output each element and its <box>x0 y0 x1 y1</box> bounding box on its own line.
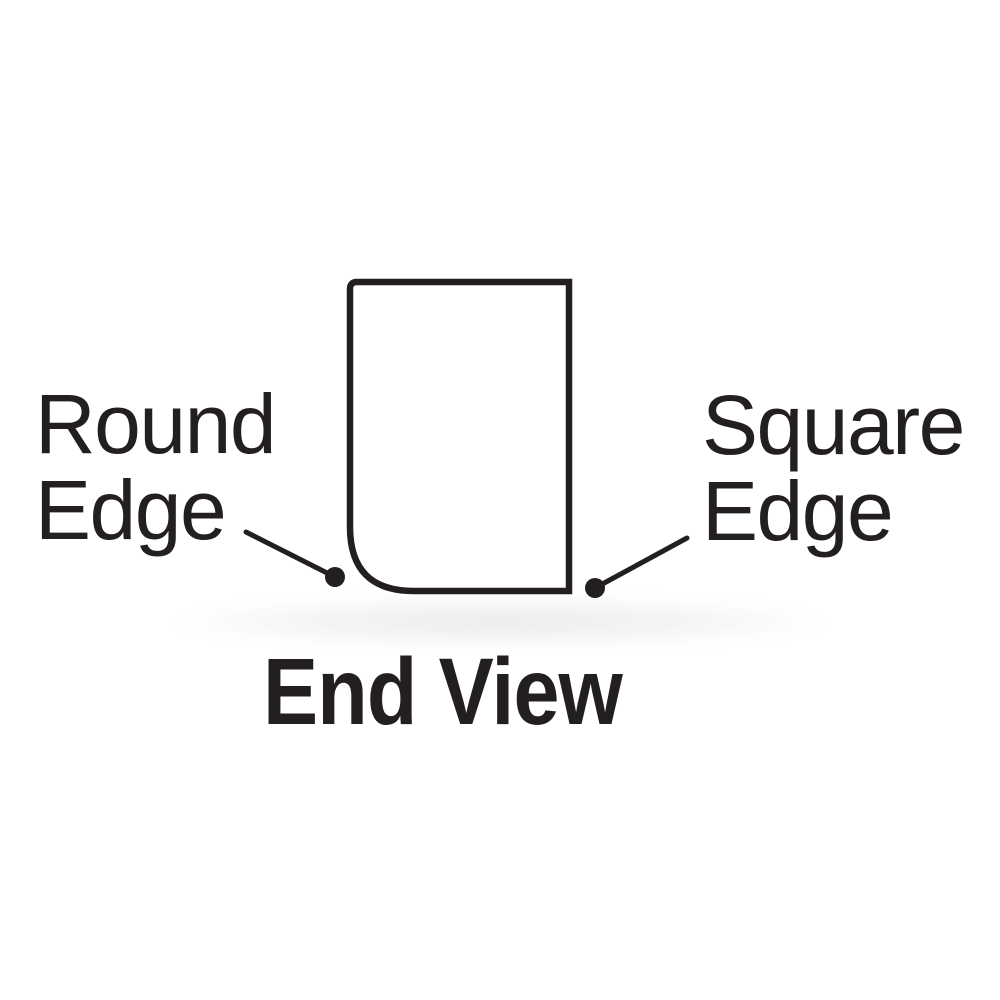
leader-dot-square-edge <box>585 578 605 598</box>
leader-dot-round-edge <box>325 567 345 587</box>
label-round-edge: Round Edge <box>35 377 277 557</box>
end-view-profile-shape <box>346 278 573 595</box>
leader-line-square-edge <box>592 535 690 591</box>
caption-end-view: End View <box>263 639 623 745</box>
soft-shadow <box>170 596 830 648</box>
leader-line-round-edge <box>243 529 338 580</box>
label-square-edge: Square Edge <box>702 378 965 558</box>
